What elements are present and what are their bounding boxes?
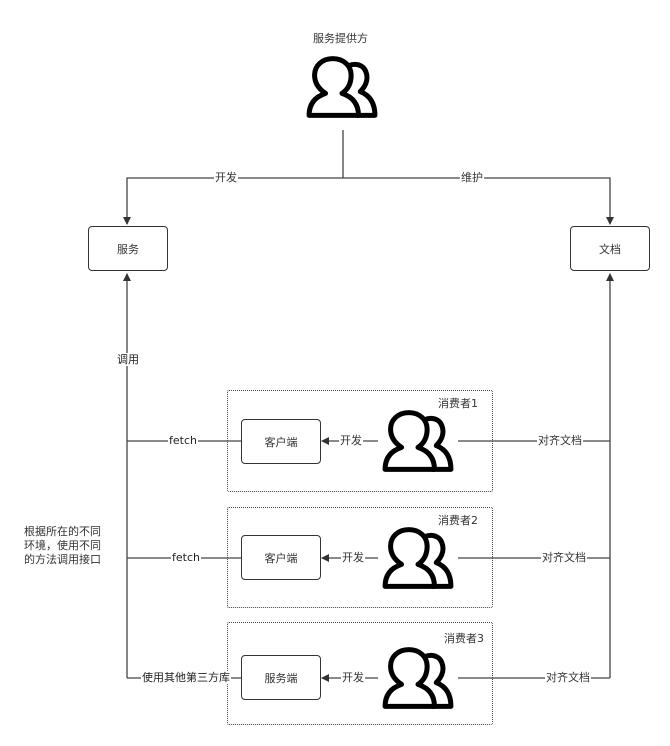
service-node[interactable]: 服务: [88, 226, 168, 271]
client-node[interactable]: 客户端: [241, 535, 321, 580]
server-node-label: 服务端: [264, 671, 298, 685]
client-node-label: 客户端: [264, 551, 298, 565]
edge-label-develop: 开发: [341, 551, 365, 564]
edge-label-fetch: fetch: [171, 551, 201, 564]
consumer-group-1: [227, 390, 493, 492]
call-note-line: 根据所在的不同: [24, 525, 101, 538]
docs-node[interactable]: 文档: [570, 226, 650, 271]
edge-label-develop: 开发: [341, 671, 365, 684]
edge-label-align: 对齐文档: [537, 434, 583, 447]
edge-label-develop: 开发: [339, 434, 363, 447]
edge-label-call: 调用: [116, 353, 140, 366]
service-node-label: 服务: [117, 242, 139, 256]
consumer-name: 消费者2: [438, 514, 478, 527]
edge-label-develop: 开发: [214, 171, 238, 184]
client-node[interactable]: 客户端: [241, 419, 321, 464]
consumer-name: 消费者1: [438, 397, 478, 410]
provider-title: 服务提供方: [313, 32, 368, 45]
call-note-line: 环境，使用不同: [24, 539, 101, 552]
edge-maintain-docs: [343, 177, 614, 225]
edge-label-align: 对齐文档: [545, 671, 591, 684]
client-node-label: 客户端: [264, 435, 298, 449]
call-note: 根据所在的不同 环境，使用不同 的方法调用接口: [24, 525, 101, 567]
consumer-name: 消费者3: [444, 632, 484, 645]
edge-label-align: 对齐文档: [541, 551, 587, 564]
edge-label-maintain: 维护: [460, 171, 484, 184]
edge-label-third-party: 使用其他第三方库: [141, 671, 231, 684]
consumer-group-2: [227, 507, 493, 608]
edge-develop-service: [123, 177, 343, 225]
users-icon: [309, 59, 375, 116]
edge-label-fetch: fetch: [168, 434, 198, 447]
call-note-line: 的方法调用接口: [24, 553, 101, 566]
docs-node-label: 文档: [599, 242, 621, 256]
server-node[interactable]: 服务端: [241, 655, 321, 700]
